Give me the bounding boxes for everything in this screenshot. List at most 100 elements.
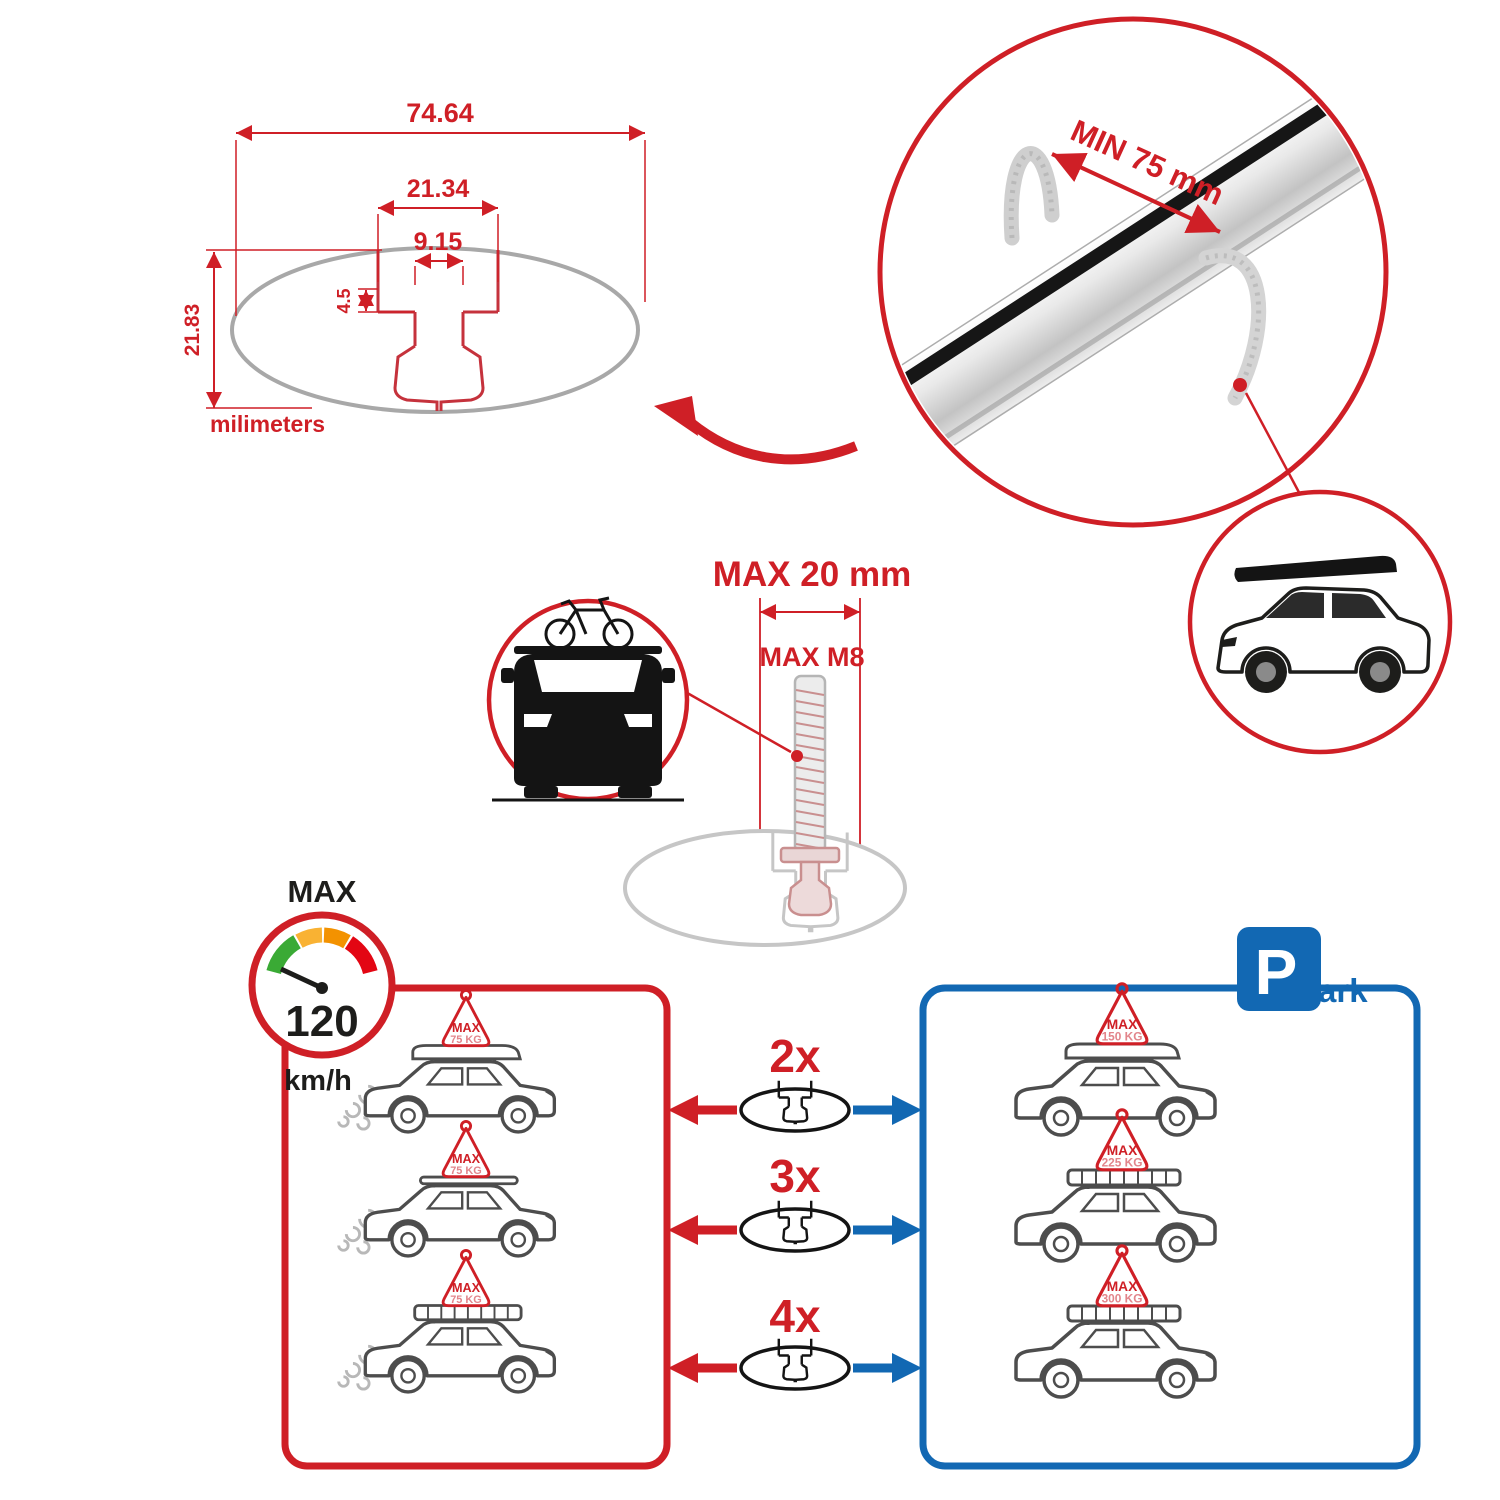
ext-lines-slot-outer — [377, 214, 499, 282]
load-flag: MAX 75 KG — [441, 989, 491, 1048]
speed-car-1: MAX 75 KG — [337, 989, 557, 1134]
ext-lines-total-height — [206, 249, 382, 409]
arrow-left-red-head — [668, 1353, 698, 1383]
bike-car-circle — [486, 596, 690, 802]
park-car-3: MAX 300 KG — [1014, 1244, 1217, 1399]
bolt-thread — [795, 689, 825, 850]
svg-text:300 KG: 300 KG — [1102, 1292, 1143, 1306]
gauge-arc-red — [344, 936, 378, 975]
gauge-needle — [279, 966, 324, 991]
ext-lines-total-width — [235, 140, 646, 316]
park-sign: P ark — [1237, 927, 1368, 1011]
dim-total-height-label: 21.83 — [181, 304, 204, 357]
bolt-guide-lines — [759, 598, 861, 845]
bolt-max-thread-label: MAX M8 — [759, 642, 864, 672]
qty-row-1: 2x — [668, 1030, 922, 1133]
bar-section-icon — [739, 1087, 851, 1133]
headlight-right — [624, 714, 652, 727]
gauge-units: km/h — [284, 1065, 352, 1097]
speed-box — [281, 984, 671, 1470]
bolt-collar — [779, 846, 841, 864]
suv-window-front — [1266, 592, 1324, 618]
tire-left — [524, 786, 558, 798]
svg-text:MAX: MAX — [452, 1281, 481, 1295]
svg-text:MAX: MAX — [1107, 1143, 1138, 1158]
park-box — [919, 984, 1421, 1470]
svg-text:MAX: MAX — [452, 1152, 481, 1166]
gauge-arc-yellow — [295, 927, 323, 948]
bolt-callout-dot — [791, 750, 803, 762]
dim-slot-outer-label: 21.34 — [407, 175, 470, 203]
load-flag: MAX 225 KG — [1095, 1108, 1149, 1172]
suv-headlight — [1222, 637, 1237, 647]
svg-text:75 KG: 75 KG — [450, 1034, 482, 1046]
bar-profile-ellipse — [230, 246, 640, 414]
arrow-left-red-head — [668, 1095, 698, 1125]
qty-label-4x: 4x — [769, 1290, 821, 1342]
dim-total-width-label: 74.64 — [406, 98, 474, 128]
park-car-2: MAX 225 KG — [1014, 1108, 1217, 1263]
svg-text:MAX: MAX — [1107, 1279, 1138, 1294]
svg-text:150 KG: 150 KG — [1102, 1030, 1143, 1044]
faded-profile-ellipse — [623, 829, 907, 947]
min-span-arrow — [1051, 152, 1221, 234]
mirror-right — [662, 668, 675, 683]
roof-box — [1234, 555, 1397, 582]
units-label: milimeters — [210, 411, 325, 437]
arrow-right-blue-head — [892, 1353, 922, 1383]
park-zone: P ark MAX 150 KG MAX 225 KG MAX 300 KG — [919, 927, 1421, 1470]
bolt-max-width-label: MAX 20 mm — [713, 555, 911, 594]
speed-car-2: MAX 75 KG — [337, 1120, 557, 1258]
fitting-strap-rear — [1003, 146, 1060, 246]
svg-text:MAX: MAX — [452, 1021, 481, 1035]
ext-lines-lip-depth — [358, 288, 414, 313]
dim-lip-depth-label: 4.5 — [334, 288, 354, 313]
svg-text:75 KG: 75 KG — [450, 1165, 482, 1177]
svg-text:225 KG: 225 KG — [1102, 1156, 1143, 1170]
bolt-callout-leader — [681, 688, 792, 754]
arrow-right-blue-head — [892, 1215, 922, 1245]
speed-zone: MAX 75 KG MAX 75 KG MAX 75 KG MAX 12 — [248, 874, 671, 1470]
gauge-value: 120 — [285, 997, 358, 1046]
arrow-left-red-head — [668, 1215, 698, 1245]
load-flag: MAX 150 KG — [1095, 982, 1149, 1046]
bar-section-icon — [739, 1345, 851, 1391]
park-sign-p: P — [1255, 936, 1298, 1008]
load-flag: MAX 75 KG — [441, 1249, 491, 1308]
bolt-t-head — [787, 860, 833, 917]
speed-car-3: MAX 75 KG — [337, 1249, 557, 1394]
gauge-max-label: MAX — [288, 874, 357, 909]
mirror-left — [501, 668, 514, 683]
park-sign-ark: ark — [1318, 972, 1368, 1009]
windshield — [534, 660, 642, 692]
callout-dot — [1233, 378, 1247, 392]
pointer-arrow-head — [654, 396, 698, 436]
ext-lines-slot-inner — [414, 266, 464, 285]
quantity-column: 2x 3x 4x — [668, 1030, 922, 1391]
arrow-right-blue-head — [892, 1095, 922, 1125]
park-car-1: MAX 150 KG — [1014, 982, 1217, 1137]
suv-window-rear — [1332, 593, 1386, 618]
qty-label-3x: 3x — [769, 1150, 821, 1202]
speedometer: MAX 120 km/h — [248, 874, 396, 1097]
t-bolt — [779, 674, 841, 917]
rubber-strip — [884, 61, 1382, 428]
gauge-arc-green — [266, 935, 302, 975]
suv-with-roof-box — [1216, 555, 1431, 693]
bar-section-icon — [739, 1207, 851, 1253]
dim-slot-inner-label: 9.15 — [414, 228, 463, 256]
gauge-arc-orange — [323, 927, 351, 949]
fitting-strap-front-texture — [1205, 253, 1262, 400]
qty-row-2: 3x — [668, 1150, 922, 1253]
bolt-diagram: MAX 20 mm MAX M8 — [623, 555, 911, 947]
suv-circle — [1187, 489, 1453, 755]
car-front-view — [492, 646, 684, 802]
gauge-hub — [316, 982, 328, 994]
cross-section-diagram: 74.64 21.34 9.15 4.5 21.83 milimeters — [181, 98, 858, 465]
pointer-arrow-tail — [686, 418, 858, 465]
bar-render-circle: MIN 75 mm — [877, 16, 1389, 528]
headlight-left — [524, 714, 552, 727]
load-flag: MAX 75 KG — [441, 1120, 491, 1179]
